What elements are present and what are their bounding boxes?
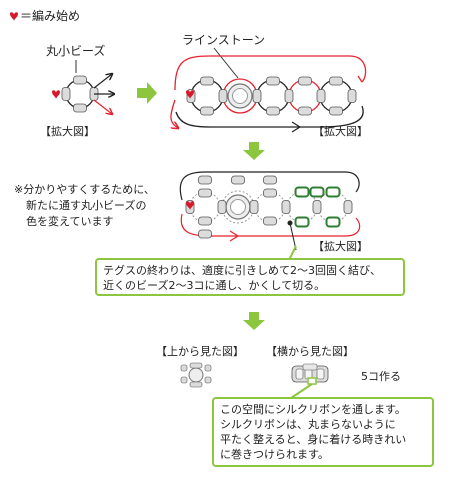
- top-view-figure: [180, 362, 212, 388]
- legend-text: ＝編み始め: [20, 9, 80, 23]
- ribbon-line-1: この空間にシルクリボンを通します。: [220, 403, 406, 416]
- enlarged-label-3: 【拡大図】: [313, 240, 368, 253]
- heart-icon-pass: [186, 201, 194, 210]
- small-bead-label: 丸小ビーズ: [46, 44, 106, 58]
- top-view-label: 【上から見た図】: [156, 345, 244, 358]
- heart-icon-row: [186, 90, 194, 99]
- color-note-line-1: ※分かりやすくするために、: [14, 183, 155, 196]
- arrow-right-icon: [137, 82, 157, 104]
- color-note-line-2: 新たに通す丸小ビーズの: [26, 199, 147, 212]
- heart-icon: [10, 12, 18, 21]
- thread-end-line-1: テグスの終わりは、適度に引きしめて2〜3回固く結び、: [103, 264, 381, 277]
- diagram-start: [52, 60, 114, 114]
- heart-icon-start: [52, 90, 60, 99]
- legend-label: ＝編み始め: [20, 9, 81, 23]
- ribbon-note: この空間にシルクリボンを通します。 シルクリボンは、丸まらないように 平たく整え…: [212, 397, 434, 467]
- color-note-line-3: 色を変えています: [26, 215, 114, 228]
- rhinestone-label: ラインストーン: [182, 33, 266, 47]
- arrow-down-icon-2: [243, 312, 265, 330]
- enlarged-label-1: 【拡大図】: [40, 125, 95, 138]
- thread-end-line-2: 近くのビーズ2〜3コに通し、かくして切る。: [103, 279, 326, 292]
- ribbon-line-4: に巻きつけられます。: [220, 448, 329, 461]
- enlarged-label-2: 【拡大図】: [313, 125, 368, 138]
- diagram-second-pass: [179, 171, 361, 263]
- ribbon-line-3: 平たく整えると、身に着ける時きれい: [220, 433, 407, 446]
- diagram-rhinestone-row: [170, 47, 367, 133]
- side-view-label: 【横から見た図】: [266, 345, 354, 358]
- make-count-label: 5コ作る: [361, 370, 401, 383]
- arrow-down-icon: [243, 142, 265, 160]
- ribbon-line-2: シルクリボンは、丸まらないように: [220, 418, 396, 431]
- thread-end-note: テグスの終わりは、適度に引きしめて2〜3回固く結び、 近くのビーズ2〜3コに通し…: [95, 258, 405, 296]
